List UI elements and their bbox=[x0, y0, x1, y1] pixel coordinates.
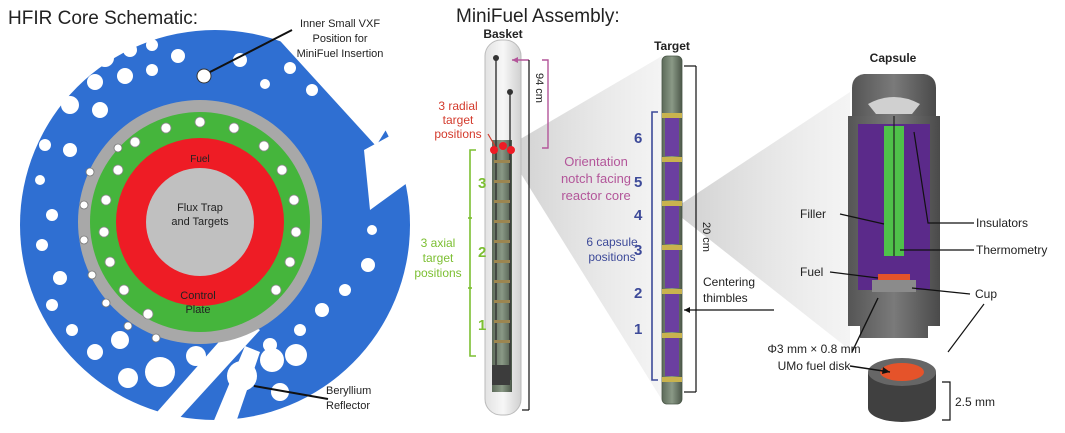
capsule-positions-label-2: positions bbox=[588, 250, 635, 264]
disk-height-bracket bbox=[942, 381, 951, 421]
reflector-holes bbox=[35, 39, 377, 401]
radial-label-1: 3 radial bbox=[438, 99, 477, 113]
gap-ring-holes bbox=[79, 143, 161, 343]
centering-label-2: thimbles bbox=[703, 291, 748, 305]
centering-arrowhead bbox=[684, 307, 690, 313]
capsule-fuel-disk bbox=[878, 274, 910, 280]
axial-bracket bbox=[469, 149, 476, 357]
disk-height-label: 2.5 mm bbox=[955, 395, 995, 409]
target-to-capsule-beam bbox=[672, 92, 850, 350]
filler-leader bbox=[839, 213, 885, 225]
radial-position-dot-1 bbox=[490, 146, 498, 154]
axial-number-1: 1 bbox=[478, 317, 486, 334]
orientation-bracket bbox=[542, 59, 549, 149]
capsule-number-3: 3 bbox=[634, 242, 642, 259]
vxf-label-1: Inner Small VXF bbox=[300, 18, 380, 30]
basket-wire-cap-2 bbox=[507, 89, 513, 95]
control-plate-label-2: Plate bbox=[185, 304, 210, 316]
flux-trap-label-1: Flux Trap bbox=[177, 202, 223, 214]
vxf-label-2: Position for bbox=[312, 33, 367, 45]
capsule-number-5: 5 bbox=[634, 174, 642, 191]
axial-number-3: 3 bbox=[478, 175, 486, 192]
basket-capsule-stack bbox=[494, 160, 510, 343]
capsule-number-6: 6 bbox=[634, 130, 642, 147]
cup-leader-2 bbox=[947, 303, 985, 353]
core-title: HFIR Core Schematic: bbox=[8, 8, 198, 29]
fuel-disk-umo bbox=[880, 363, 924, 381]
target-capsules bbox=[665, 118, 679, 376]
length-94-label: 94 cm bbox=[533, 73, 545, 103]
thermometry-label: Thermometry bbox=[976, 243, 1047, 257]
capsule-number-1: 1 bbox=[634, 321, 642, 338]
length-94-arrowhead bbox=[512, 57, 518, 63]
capsule-positions-bracket bbox=[651, 111, 658, 381]
capsule-bottom-plug bbox=[848, 300, 940, 338]
fuel-leader bbox=[829, 271, 879, 279]
vxf-label-3: MiniFuel Insertion bbox=[297, 48, 384, 60]
capsule-positions-label-1: 6 capsule bbox=[586, 235, 638, 249]
insulators-label: Insulators bbox=[976, 216, 1028, 230]
reflector-label-2: Reflector bbox=[326, 400, 370, 412]
radial-leader-line bbox=[487, 133, 496, 147]
reflector-slot-right bbox=[364, 125, 425, 210]
vxf-position bbox=[196, 68, 212, 84]
capsule-number-4: 4 bbox=[634, 207, 643, 224]
radial-label-3: positions bbox=[434, 127, 481, 141]
centering-thimbles bbox=[662, 113, 682, 382]
cup-leader-1 bbox=[911, 287, 971, 295]
target-label: Target bbox=[654, 39, 690, 53]
disk-label-1: Φ3 mm × 0.8 mm bbox=[767, 342, 860, 356]
assembly-title: MiniFuel Assembly: bbox=[456, 6, 620, 27]
axial-label-2: target bbox=[423, 251, 454, 265]
radial-position-dot-3 bbox=[507, 146, 515, 154]
capsule-title: Capsule bbox=[870, 51, 917, 65]
fuel-label: Fuel bbox=[190, 154, 209, 165]
axial-label-3: positions bbox=[414, 266, 461, 280]
reflector-slot-lower-left bbox=[150, 318, 260, 433]
capsule-cup bbox=[872, 280, 916, 292]
filler-label: Filler bbox=[800, 207, 826, 221]
orientation-label-3: reactor core bbox=[561, 188, 630, 203]
basket-label: Basket bbox=[483, 27, 522, 41]
flux-trap bbox=[146, 168, 254, 276]
basket-rod bbox=[492, 140, 512, 392]
flux-trap-label-2: and Targets bbox=[171, 216, 229, 228]
control-ring-holes bbox=[98, 116, 302, 320]
reflector-label-1: Beryllium bbox=[326, 385, 371, 397]
centering-label-1: Centering bbox=[703, 275, 755, 289]
disk-label-2: UMo fuel disk bbox=[778, 359, 852, 373]
fuel-callout-label: Fuel bbox=[800, 265, 823, 279]
orientation-label-2: notch facing bbox=[561, 171, 631, 186]
length-20-label: 20 cm bbox=[700, 222, 712, 252]
fuel-disk-body bbox=[868, 372, 936, 422]
radial-position-dot-2 bbox=[499, 142, 507, 150]
axial-label-1: 3 axial bbox=[421, 236, 456, 250]
insulators-leader bbox=[913, 131, 974, 224]
capsule-number-2: 2 bbox=[634, 285, 642, 302]
vxf-leader-line bbox=[209, 29, 293, 73]
control-plate-label-1: Control bbox=[180, 290, 215, 302]
cup-label: Cup bbox=[975, 287, 997, 301]
axial-number-2: 2 bbox=[478, 244, 486, 261]
reflector-leader-line bbox=[253, 385, 329, 400]
orientation-label-1: Orientation bbox=[564, 154, 628, 169]
disk-arrow-line bbox=[851, 297, 879, 353]
capsule-upper-insulator bbox=[868, 97, 920, 114]
minifuel-assembly: MiniFuel Assembly: Basket 94 cm Or bbox=[414, 6, 1047, 422]
disk-label-arrowhead bbox=[882, 367, 890, 374]
reflector-slot-upper-right bbox=[272, 24, 392, 146]
basket-wire-cap-1 bbox=[493, 55, 499, 61]
basket-bottom-block bbox=[492, 365, 510, 385]
basket-to-target-beam bbox=[505, 56, 662, 400]
radial-label-2: target bbox=[443, 113, 474, 127]
hfir-core-schematic: HFIR Core Schematic: Fuel Flux Trap and … bbox=[8, 8, 425, 433]
